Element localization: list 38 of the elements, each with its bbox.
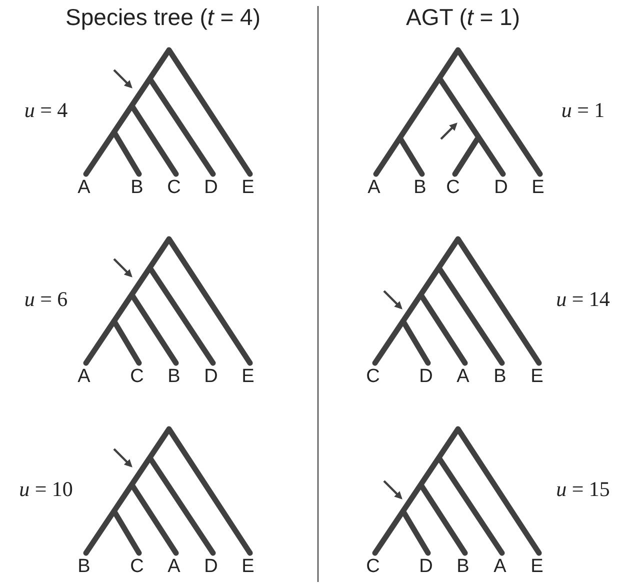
u-value-label: u = 10 [19, 479, 73, 500]
taxon-label: E [242, 367, 254, 386]
u-value-label: u = 14 [556, 289, 610, 310]
taxon-label: D [204, 178, 218, 197]
taxon-label: B [456, 557, 470, 576]
taxon-label: E [242, 557, 254, 576]
taxon-label: E [530, 557, 544, 576]
taxon-label: B [130, 178, 144, 197]
taxon-label: A [494, 557, 506, 576]
taxon-label: B [414, 178, 426, 197]
taxon-label: C [366, 367, 380, 386]
taxon-label: E [242, 178, 254, 197]
taxon-label: D [204, 367, 218, 386]
taxon-label: B [78, 557, 90, 576]
taxon-label: A [78, 367, 90, 386]
panel-heading: Species tree (t = 4) [66, 6, 260, 29]
u-value-label: u = 1 [561, 100, 605, 121]
taxon-label: D [419, 367, 433, 386]
taxon-label: C [167, 178, 181, 197]
taxon-label: A [78, 178, 90, 197]
u-value-label: u = 15 [556, 479, 610, 500]
taxon-label: D [494, 178, 508, 197]
taxon-label: C [130, 557, 144, 576]
taxon-label: E [532, 178, 544, 197]
taxon-label: D [419, 557, 433, 576]
taxon-label: B [494, 367, 506, 386]
panel-heading: AGT (t = 1) [406, 6, 520, 29]
taxon-label: A [168, 557, 180, 576]
taxon-label: C [130, 367, 144, 386]
u-value-label: u = 6 [24, 289, 68, 310]
taxon-label: B [168, 367, 180, 386]
taxon-label: D [204, 557, 218, 576]
taxon-label: C [446, 178, 460, 197]
taxon-label: E [530, 367, 544, 386]
taxon-label: A [368, 178, 380, 197]
u-value-label: u = 4 [24, 100, 68, 121]
taxon-label: A [456, 367, 470, 386]
taxon-label: C [366, 557, 380, 576]
